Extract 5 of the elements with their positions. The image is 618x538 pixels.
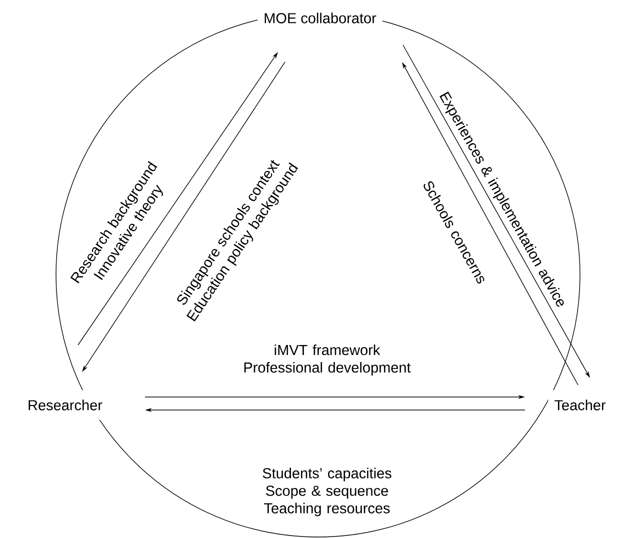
node-label: Researcher	[22, 390, 108, 420]
node-label: Teacher	[548, 390, 612, 420]
edge-label: Students’ capacities Scope & sequence Teaching resources	[262, 468, 392, 516]
edge-label: iMVT framework Professional development	[244, 344, 411, 376]
node-label: MOE collaborator	[258, 3, 382, 33]
